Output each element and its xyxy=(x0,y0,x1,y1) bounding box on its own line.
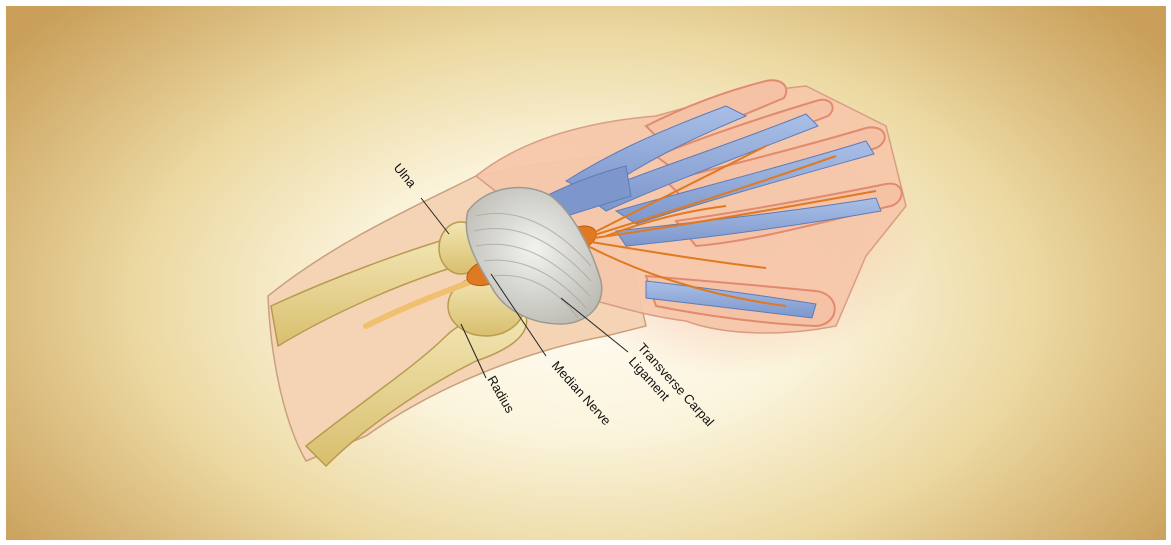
ulna-label: Ulna xyxy=(391,160,420,191)
wrist-anatomy-illustration: Ulna Radius Median Nerve Transverse Carp… xyxy=(6,6,1166,540)
median-nerve-label: Median Nerve xyxy=(549,358,614,428)
illustration-frame: Ulna Radius Median Nerve Transverse Carp… xyxy=(6,6,1166,540)
radius-label: Radius xyxy=(484,373,517,416)
